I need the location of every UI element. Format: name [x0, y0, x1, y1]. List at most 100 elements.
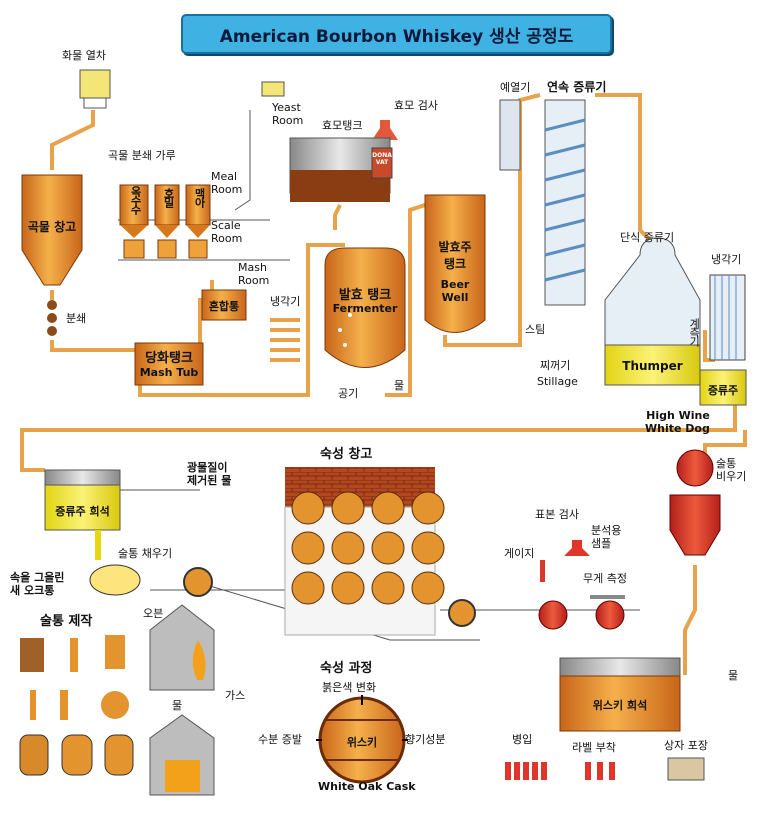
- label-corn: 옥수수: [129, 186, 142, 213]
- label-pot-still: 단식 증류기: [620, 231, 675, 244]
- flask-icon: [372, 120, 398, 140]
- label-high-wine: High Wine White Dog: [645, 409, 710, 435]
- warehouse: [284, 467, 445, 636]
- barrel-end-2: [448, 599, 476, 627]
- label-gauge: 게이지: [504, 547, 535, 560]
- bottle-icon: [597, 762, 603, 780]
- whiskey-dilution-tank: [559, 675, 681, 732]
- bottle-icon: [585, 762, 591, 780]
- barrel-red-1: [538, 600, 568, 630]
- label-mash-room: Mash Room: [238, 261, 270, 287]
- label-scale-room: Scale Room: [211, 219, 243, 245]
- label-warehouse: 숙성 창고: [320, 447, 373, 462]
- label-labeling: 라벨 부착: [572, 741, 616, 754]
- label-white-oak: White Oak Cask: [318, 780, 416, 793]
- label-cooperage: 술통 제작: [40, 614, 93, 629]
- cooler-coil: [270, 318, 300, 362]
- label-fermenter-ko: 발효 탱크: [338, 288, 392, 303]
- label-cooler-1: 냉각기: [270, 295, 301, 308]
- barrel-end-icon: [183, 567, 213, 597]
- page-title: American Bourbon Whiskey 생산 공정도: [181, 14, 612, 54]
- train-car-icon: [79, 69, 111, 109]
- barrel-icon: [411, 571, 445, 605]
- condenser-icon: [699, 274, 747, 406]
- barrel-icon: [371, 491, 405, 525]
- barrel-red-2: [595, 600, 625, 630]
- label-beer-well-ko: 발효주 탱크: [438, 240, 472, 271]
- label-evaporation: 수분 증발: [258, 733, 302, 746]
- barrel-icon: [371, 571, 405, 605]
- label-air: 공기: [338, 387, 359, 400]
- label-bottling: 병입: [512, 733, 533, 746]
- label-stillage-ko: 찌꺼기: [540, 359, 571, 372]
- dump-tank: [669, 494, 721, 556]
- oven-icon: [149, 604, 215, 796]
- label-gas: 가스: [225, 689, 246, 702]
- label-rye: 호밀: [162, 188, 175, 206]
- beer-well-tank: [424, 194, 486, 333]
- box-icon: [667, 757, 705, 781]
- mixer-tank: [201, 289, 247, 321]
- label-yeast-test: 효모 검사: [394, 99, 438, 112]
- cooperage-items: [19, 635, 134, 776]
- label-weighing: 무게 측정: [583, 572, 627, 585]
- label-grain-car: 화물 열차: [62, 49, 106, 62]
- label-aging-process: 숙성 과정: [320, 661, 373, 676]
- gauge-icon: [540, 560, 545, 582]
- label-boxing: 상자 포장: [664, 739, 708, 752]
- barrel-icon: [331, 531, 365, 565]
- barrel-icon: [331, 491, 365, 525]
- barrel-icon: [411, 531, 445, 565]
- barrel-icon: [331, 571, 365, 605]
- label-aroma: 향기성분: [405, 733, 446, 746]
- label-fermenter-en: Fermenter: [332, 302, 398, 315]
- label-thumper: Thumper: [622, 359, 683, 373]
- label-mash-tub-ko: 당화탱크: [145, 351, 193, 366]
- label-column-still: 연속 증류기: [547, 80, 607, 94]
- barrel-icon: [411, 491, 445, 525]
- label-beer-well-en: Beer Well: [440, 278, 470, 304]
- label-sample-test: 표본 검사: [535, 508, 579, 521]
- label-mash-tub-en: Mash Tub: [139, 366, 199, 379]
- label-whiskey-dilution: 위스키 희석: [592, 699, 648, 712]
- label-grain-flour: 곡물 분쇄 가루: [108, 149, 176, 162]
- label-water-2: 물: [172, 699, 183, 712]
- label-meter: 계측기: [687, 318, 701, 345]
- label-charred-barrel: 속을 그을린 새 오크통: [10, 571, 65, 597]
- label-stillage-en: Stillage: [537, 375, 578, 388]
- label-mixer: 혼합통: [208, 300, 240, 313]
- label-grain-storage: 곡물 창고: [27, 220, 77, 234]
- label-water-1: 물: [394, 379, 405, 392]
- label-whiskey-center: 위스키: [346, 736, 378, 749]
- barrel-icon: [371, 531, 405, 565]
- barrel-icon: [291, 571, 325, 605]
- bottle-icon: [532, 762, 538, 780]
- label-barrel-empty: 술통 비우기: [716, 457, 747, 483]
- label-yeast-room: Yeast Room: [272, 101, 304, 127]
- label-malt: 맥아: [193, 188, 206, 206]
- bottle-icon: [514, 762, 520, 780]
- fermenter-icon: [324, 247, 406, 368]
- hopper-icon: [119, 184, 211, 259]
- label-spirit: 증류주: [707, 384, 739, 397]
- label-cooler-2: 냉각기: [711, 253, 742, 266]
- sample-flask-icon: [564, 540, 590, 556]
- label-red-change: 붉은색 변화: [322, 681, 377, 694]
- label-dona-vat: DONA VAT: [372, 152, 392, 166]
- barrel-icon: [89, 564, 141, 596]
- label-yeast-tank: 효모탱크: [322, 119, 363, 132]
- barrel-tilted: [676, 449, 714, 487]
- label-grinding: 분쇄: [66, 312, 87, 325]
- label-preheater: 예열기: [500, 81, 531, 94]
- label-demin-water: 광물질이 제거된 물: [187, 461, 232, 487]
- bottle-icon: [609, 762, 615, 780]
- label-spirit-dilution: 증류주 희석: [55, 505, 110, 518]
- pot-still-icon: [604, 237, 701, 386]
- aging-cask: [316, 695, 408, 784]
- column-still-icon: [499, 99, 586, 306]
- spirit-dilution-tank: [44, 484, 121, 531]
- barrel-icon: [291, 531, 325, 565]
- scale-icon: [590, 595, 625, 599]
- barrel-rack: [291, 491, 445, 605]
